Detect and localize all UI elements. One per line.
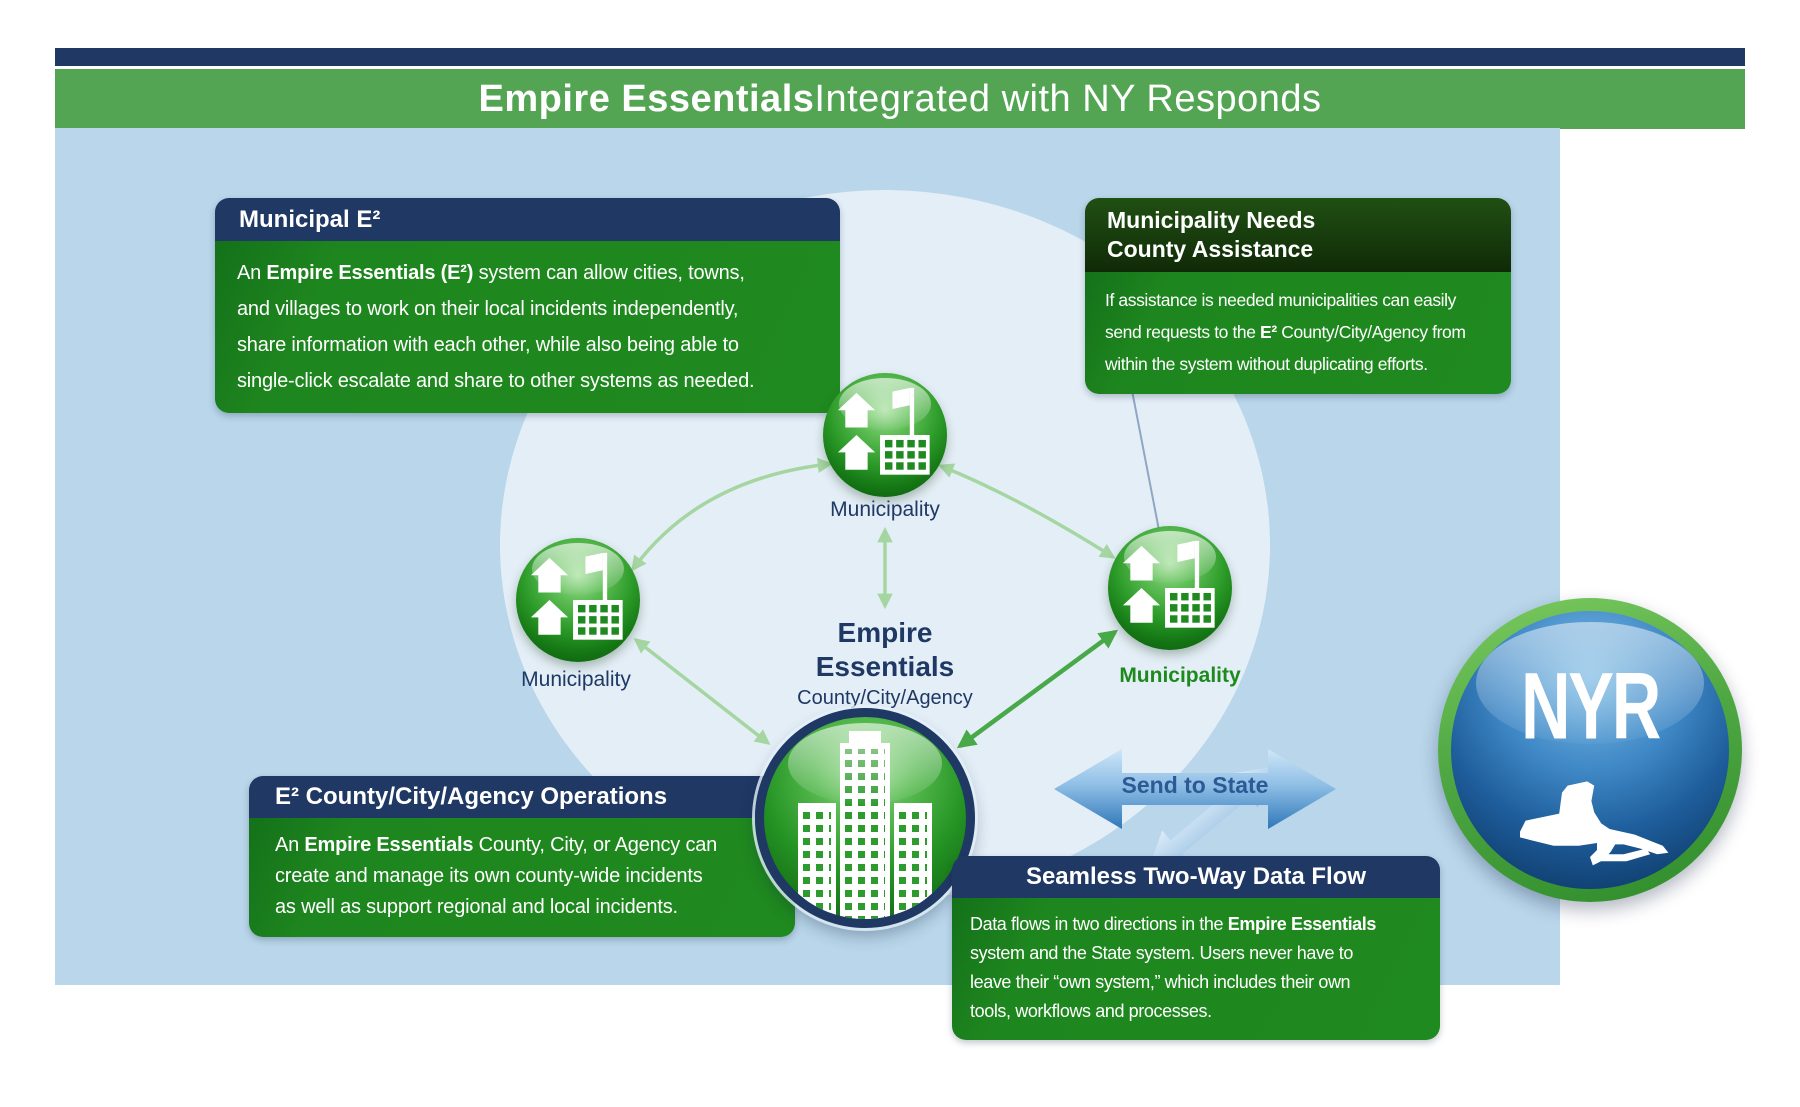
municipality-glyphs [1122,540,1215,628]
title-rest: Integrated with NY Responds [814,77,1322,120]
gloss-highlight [788,723,942,804]
county-city-agency-icon [755,708,975,928]
hub-label: Empire Essentials County/City/Agency [765,616,1005,711]
hub-title-line2: Essentials [815,651,955,682]
callout-municipal-e2: Municipal E² An Empire Essentials (E²) s… [215,198,840,413]
callout-seamless-two-way-data-flow: Seamless Two-Way Data Flow Data flows in… [952,856,1440,1040]
municipality-glyphs [837,387,930,475]
hub-title-line1: Empire [837,617,933,648]
city-building-icon [894,803,932,919]
city-building-icon [798,803,836,919]
text-line: system and the State system. Users never… [970,943,1353,963]
callout-header-line2: County Assistance [1107,236,1314,262]
callout-header: Seamless Two-Way Data Flow [952,856,1440,898]
municipality-label-right: Municipality [1119,664,1241,687]
callout-body: An Empire Essentials (E²) system can all… [215,241,840,413]
callout-header: Municipality Needs County Assistance [1085,198,1511,272]
municipality-icon-top [823,373,947,497]
text-line: create and manage its own county-wide in… [275,865,703,887]
text-line: send requests to the E² County/City/Agen… [1105,322,1466,342]
top-navy-stripe [55,48,1745,66]
municipality-label-left: Municipality [521,668,631,691]
text-line: share information with each other, while… [237,334,739,356]
send-to-state-arrow [1054,749,1336,829]
text-line: tools, workflows and processes. [970,1001,1212,1021]
send-to-state-label: Send to State [1121,772,1269,798]
text-line: single-click escalate and share to other… [237,370,755,392]
text-line: An Empire Essentials (E²) system can all… [237,262,745,284]
callout-header: E² County/City/Agency Operations [249,776,795,818]
ny-responds-badge: NYR [1438,598,1742,902]
title-banner: Empire Essentials Integrated with NY Res… [55,69,1745,129]
callout-body: Data flows in two directions in the Empi… [952,898,1440,1040]
text-line: An Empire Essentials County, City, or Ag… [275,834,718,856]
callout-body: An Empire Essentials County, City, or Ag… [249,818,795,937]
municipality-icon-left [516,538,640,662]
text-line: as well as support regional and local in… [275,896,678,918]
title-brand: Empire Essentials [478,77,815,120]
callout-header: Municipal E² [215,198,840,241]
hub-subtitle: County/City/Agency [797,687,973,709]
callout-body: If assistance is needed municipalities c… [1085,272,1511,394]
callout-municipality-needs-assistance: Municipality Needs County Assistance If … [1085,198,1511,394]
text-line: and villages to work on their local inci… [237,298,739,320]
ny-responds-badge-face: NYR [1451,611,1729,889]
nyr-label: NYR [1521,652,1661,759]
text-line: within the system without duplicating ef… [1105,354,1428,374]
text-line: leave their “own system,” which includes… [970,972,1351,992]
municipality-glyphs [530,552,623,640]
text-line: If assistance is needed municipalities c… [1105,290,1457,310]
callout-header-line1: Municipality Needs [1107,207,1316,233]
new-york-state-icon [1520,781,1669,866]
municipality-icon-right [1108,526,1232,650]
municipality-label-top: Municipality [830,498,940,521]
text-line: Data flows in two directions in the Empi… [970,914,1377,934]
callout-county-city-agency-operations: E² County/City/Agency Operations An Empi… [249,776,795,937]
